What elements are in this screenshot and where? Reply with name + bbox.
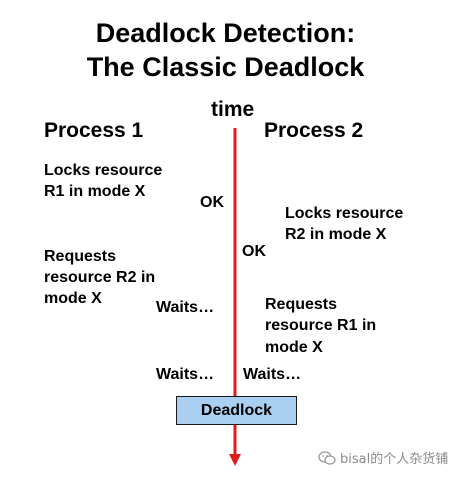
diagram-title-line1: Deadlock Detection: bbox=[95, 18, 356, 48]
process1-request-line3: mode X bbox=[44, 290, 102, 307]
process2-lock-line1: Locks resource bbox=[285, 205, 404, 222]
process2-request-line2: resource R1 in bbox=[265, 317, 377, 334]
process2-request-line3: mode X bbox=[265, 339, 323, 356]
timeline-label: time bbox=[211, 98, 255, 121]
wechat-icon bbox=[318, 450, 336, 465]
watermark: bisal的个人杂货铺 bbox=[318, 448, 448, 467]
process1-waits-2: Waits… bbox=[156, 366, 215, 383]
deadlock-label: Deadlock bbox=[200, 401, 273, 419]
process2-request-line1: Requests bbox=[265, 296, 338, 313]
process1-waits-1: Waits… bbox=[156, 299, 215, 316]
timeline-arrowhead bbox=[229, 454, 241, 466]
ok-status-1: OK bbox=[200, 194, 224, 211]
process2-waits: Waits… bbox=[243, 366, 302, 383]
process2-lock-line2: R2 in mode X bbox=[285, 226, 387, 243]
process2-heading: Process 2 bbox=[264, 119, 364, 142]
process1-request-line2: resource R2 in bbox=[44, 269, 156, 286]
process1-heading: Process 1 bbox=[44, 119, 144, 142]
process1-lock-line1: Locks resource bbox=[44, 162, 163, 179]
deadlock-box: Deadlock bbox=[176, 396, 297, 425]
process1-lock-line2: R1 in mode X bbox=[44, 183, 146, 200]
watermark-text: bisal的个人杂货铺 bbox=[340, 452, 449, 467]
diagram-title-line2: The Classic Deadlock bbox=[86, 52, 365, 82]
process1-request-line1: Requests bbox=[44, 248, 117, 265]
ok-status-2: OK bbox=[242, 243, 266, 260]
